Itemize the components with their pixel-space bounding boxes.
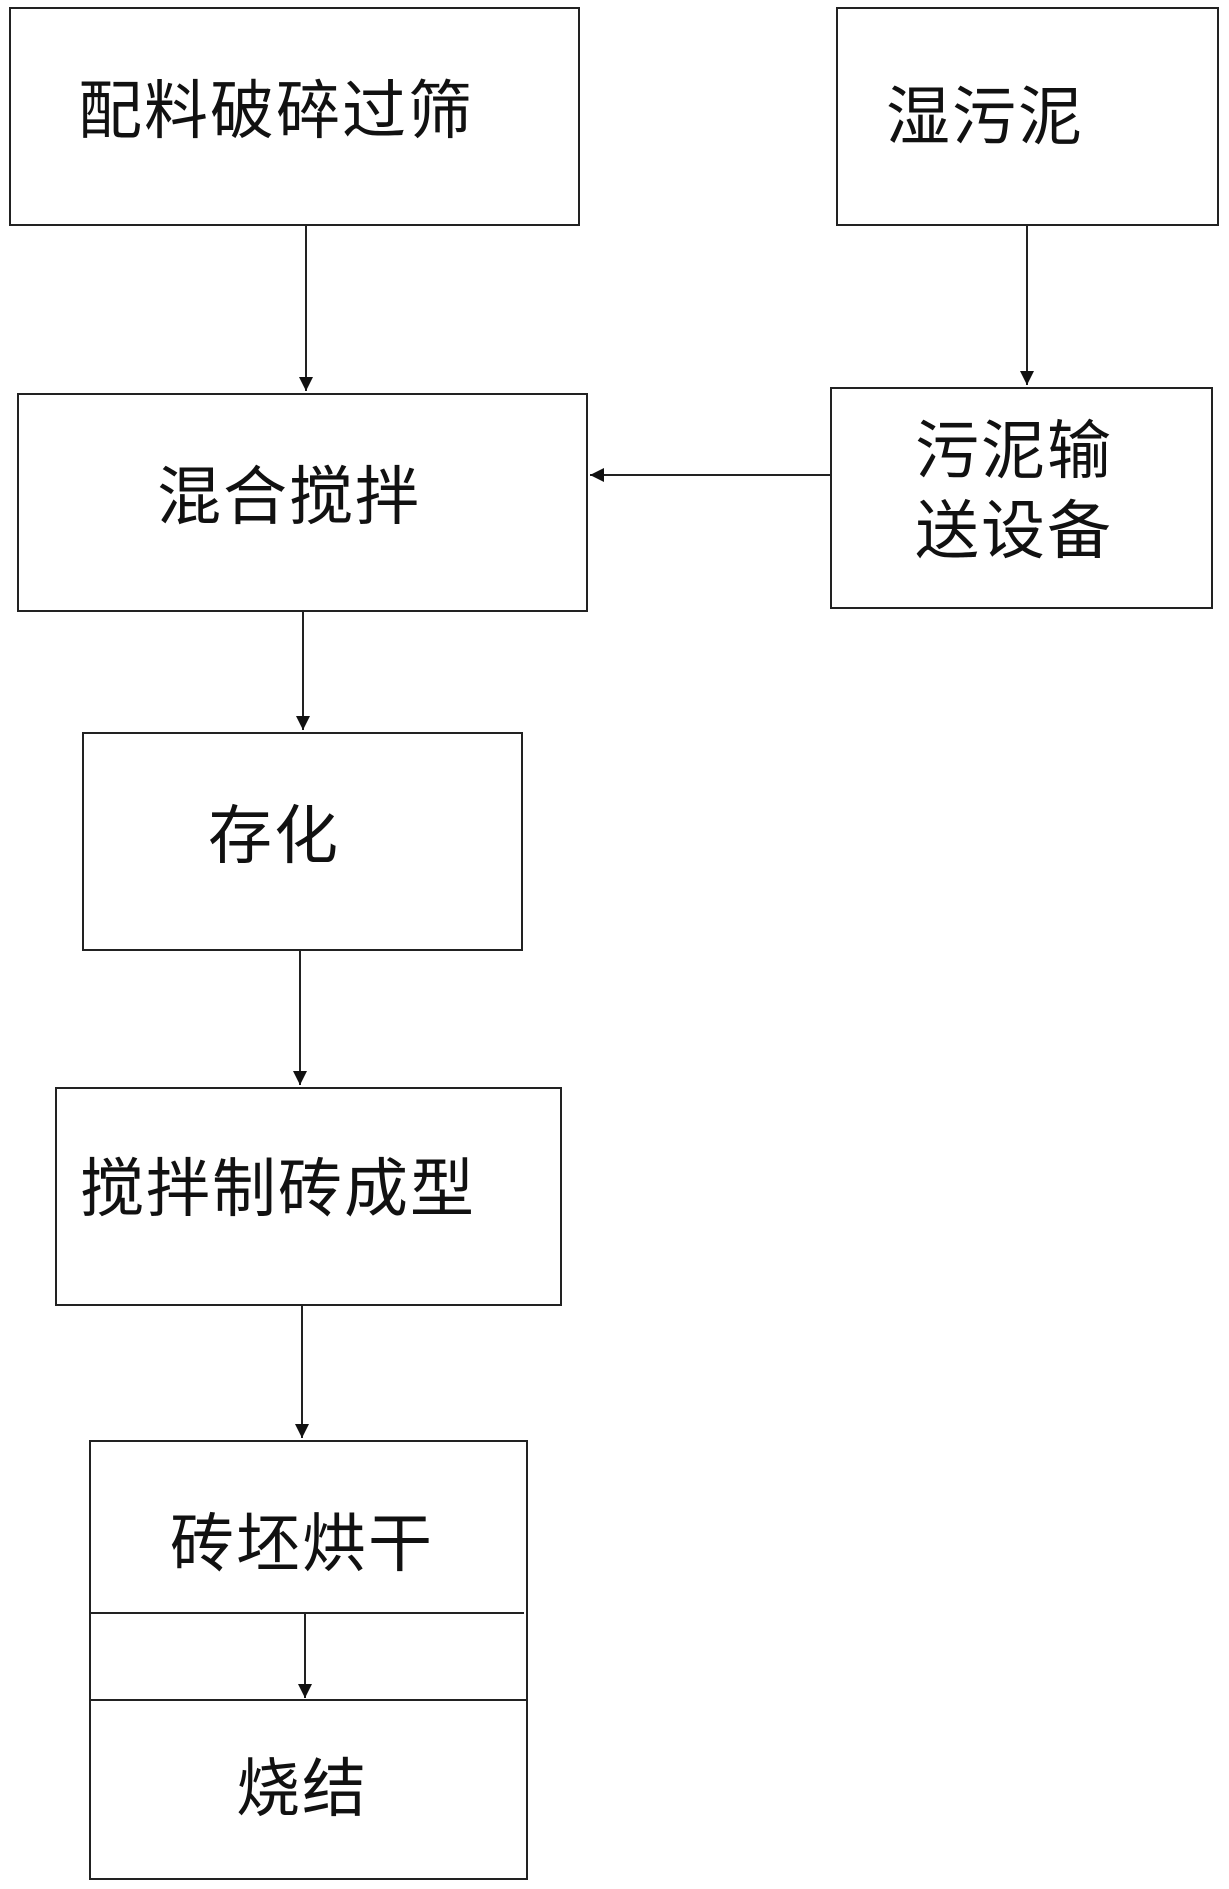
node-batching-label: 配料破碎过筛 xyxy=(78,75,474,149)
node-sludge-conveyor-label: 污泥输 送设备 xyxy=(915,415,1113,569)
node-mixing xyxy=(17,393,588,612)
node-sludge-conveyor xyxy=(830,387,1213,609)
node-batching xyxy=(9,7,580,226)
node-forming xyxy=(55,1087,562,1306)
node-aging xyxy=(82,732,523,951)
node-aging-label: 存化 xyxy=(208,800,340,874)
node-wet-sludge-label: 湿污泥 xyxy=(886,81,1084,155)
node-forming-label: 搅拌制砖成型 xyxy=(80,1153,476,1227)
node-sintering-label: 烧结 xyxy=(236,1753,368,1827)
node-drying-sintering-frame xyxy=(89,1440,528,1880)
node-drying-label: 砖坯烘干 xyxy=(170,1508,434,1582)
node-mixing-label: 混合搅拌 xyxy=(157,461,421,535)
node-wet-sludge xyxy=(836,7,1219,226)
